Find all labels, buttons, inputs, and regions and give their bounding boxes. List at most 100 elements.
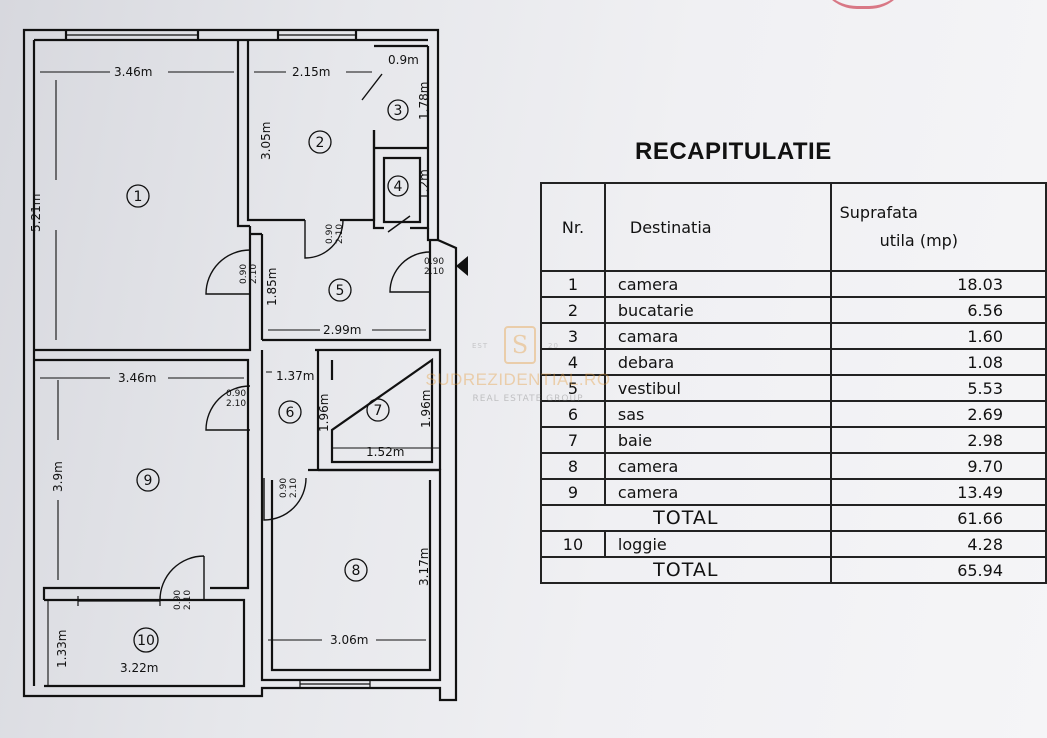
- room-numbers: 1 2 3 4 5 6 7 8 9 10: [134, 103, 403, 649]
- room-number: 4: [394, 179, 403, 195]
- row-name: loggie: [603, 530, 832, 558]
- row-nr: 1: [540, 270, 606, 298]
- door-swings: [159, 73, 431, 601]
- room-number: 8: [352, 563, 361, 579]
- grand-total-label: TOTAL: [540, 556, 832, 584]
- row-name: camera: [603, 478, 832, 506]
- plan-walls: [22, 28, 458, 702]
- loggia-row: 10 loggie 4.28: [540, 530, 1047, 558]
- room-number: 10: [137, 633, 155, 649]
- dim-r5-width: 2.99m: [323, 323, 361, 337]
- row-nr: 8: [540, 452, 606, 480]
- row-name: camera: [603, 270, 832, 298]
- door-label-width: 0.90: [424, 257, 444, 267]
- row-name: camara: [603, 322, 832, 350]
- dim-r9-height: 3.9m: [51, 461, 65, 492]
- room-number: 1: [134, 189, 143, 205]
- row-name: baie: [603, 426, 832, 454]
- header-area-line2: utila (mp): [879, 231, 959, 250]
- door-label-height: 2.10: [335, 224, 345, 244]
- dim-r2-width: 2.15m: [292, 65, 330, 79]
- row-nr: 9: [540, 478, 606, 506]
- dim-r8-width: 3.06m: [330, 633, 368, 647]
- row-area: 13.49: [829, 478, 1047, 506]
- row-name: sas: [603, 400, 832, 428]
- dim-r3-width: 0.9m: [388, 53, 419, 67]
- total-row: TOTAL 61.66: [540, 504, 1047, 532]
- dim-r3-height: 1.78m: [417, 82, 431, 120]
- dim-r10-height: 1.33m: [55, 630, 69, 668]
- header-nr: Nr.: [540, 182, 606, 272]
- dim-r4-height: 1.2m: [417, 169, 431, 200]
- door-label-width: 0.90: [325, 224, 335, 244]
- header-destination: Destinatia: [603, 182, 832, 272]
- row-name: vestibul: [603, 374, 832, 402]
- total-label: TOTAL: [540, 504, 832, 532]
- table-row: 3 camara 1.60: [540, 322, 1047, 350]
- table-row: 6 sas 2.69: [540, 400, 1047, 428]
- dim-r10-width: 3.22m: [120, 661, 158, 675]
- door-label-height: 2.10: [183, 590, 193, 610]
- table-row: 1 camera 18.03: [540, 270, 1047, 298]
- room-number-circles: [126, 99, 409, 653]
- room-number: 9: [144, 473, 153, 489]
- grand-total-value: 65.94: [829, 556, 1047, 584]
- row-nr: 7: [540, 426, 606, 454]
- dim-r6-width: 1.37m: [276, 369, 314, 383]
- entrance-arrow-icon: [456, 256, 468, 276]
- row-name: debara: [603, 348, 832, 376]
- room-number: 3: [394, 103, 403, 119]
- recap-table: Nr. Destinatia Suprafata utila (mp) 1 ca…: [540, 182, 1047, 584]
- row-nr: 2: [540, 296, 606, 324]
- header-area: Suprafata utila (mp): [829, 182, 1047, 272]
- row-area: 1.08: [829, 348, 1047, 376]
- row-name: bucatarie: [603, 296, 832, 324]
- room-number: 2: [316, 135, 325, 151]
- row-area: 18.03: [829, 270, 1047, 298]
- row-nr: 10: [540, 530, 606, 558]
- dim-r7-height: 1.96m: [419, 390, 433, 428]
- table-row: 9 camera 13.49: [540, 478, 1047, 506]
- dim-r5-height: 1.85m: [265, 268, 279, 306]
- row-area: 9.70: [829, 452, 1047, 480]
- row-area: 1.60: [829, 322, 1047, 350]
- room-number: 7: [374, 403, 383, 419]
- dim-r1-width: 3.46m: [114, 65, 152, 79]
- dim-r8-height: 3.17m: [417, 548, 431, 586]
- recap-header-row: Nr. Destinatia Suprafata utila (mp): [540, 182, 1047, 272]
- dim-r9-width: 3.46m: [118, 371, 156, 385]
- header-area-line1: Suprafata: [839, 203, 918, 222]
- dim-r1-height: 5.21m: [29, 194, 43, 232]
- dim-r2-height: 3.05m: [259, 122, 273, 160]
- table-row: 5 vestibul 5.53: [540, 374, 1047, 402]
- table-row: 7 baie 2.98: [540, 426, 1047, 454]
- dimension-labels: 3.46m 5.21m 2.15m 3.05m 0.9m 1.78m 1.2m …: [29, 53, 433, 675]
- door-label-width: 0.90: [279, 478, 289, 498]
- stamp-mark: [818, 0, 908, 9]
- door-label-height: 2.10: [249, 264, 259, 284]
- door-label-height: 2.10: [289, 478, 299, 498]
- door-label-width: 0.90: [173, 590, 183, 610]
- total-value: 61.66: [829, 504, 1047, 532]
- door-labels: 0.90 2.10 0.90 2.10 0.90 2.10 0.90 2.10 …: [173, 224, 444, 610]
- row-area: 6.56: [829, 296, 1047, 324]
- row-area: 2.98: [829, 426, 1047, 454]
- room-number: 6: [286, 405, 295, 421]
- dim-r7-width: 1.52m: [366, 445, 404, 459]
- room-number: 5: [336, 283, 345, 299]
- table-row: 8 camera 9.70: [540, 452, 1047, 480]
- row-name: camera: [603, 452, 832, 480]
- row-area: 4.28: [829, 530, 1047, 558]
- row-area: 5.53: [829, 374, 1047, 402]
- grand-total-row: TOTAL 65.94: [540, 556, 1047, 584]
- door-label-height: 2.10: [424, 267, 444, 277]
- row-nr: 3: [540, 322, 606, 350]
- door-label-height: 2.10: [226, 399, 246, 409]
- door-label-width: 0.90: [226, 389, 246, 399]
- table-row: 4 debara 1.08: [540, 348, 1047, 376]
- dim-r6-height: 1.96m: [317, 394, 331, 432]
- row-nr: 5: [540, 374, 606, 402]
- table-row: 2 bucatarie 6.56: [540, 296, 1047, 324]
- door-label-width: 0.90: [239, 264, 249, 284]
